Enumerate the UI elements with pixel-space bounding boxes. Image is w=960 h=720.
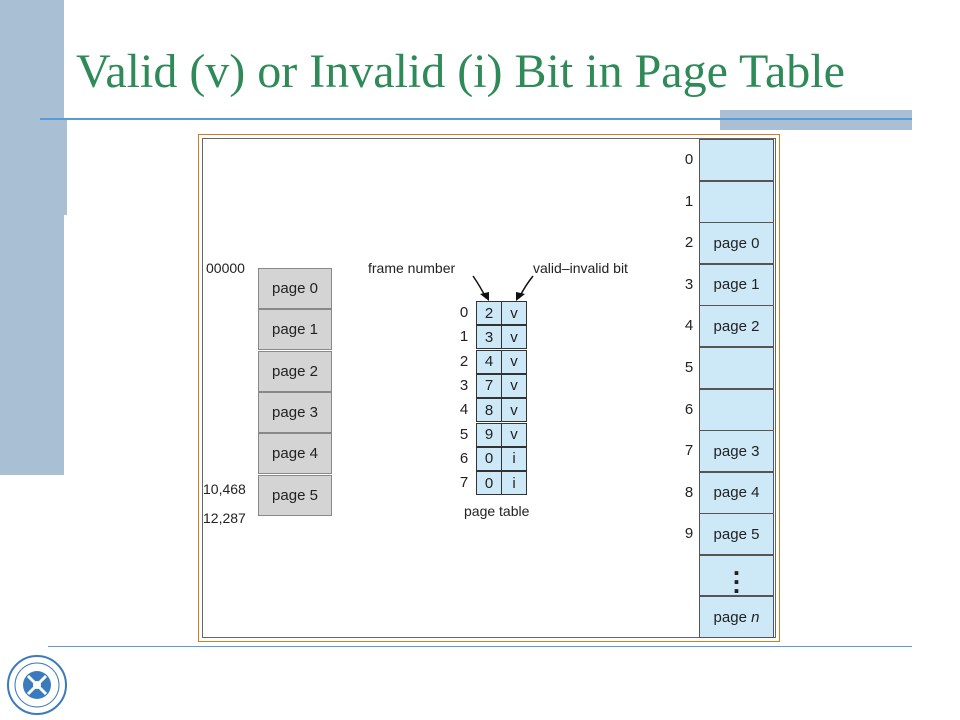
valid-bit-cell: i [501,446,527,471]
frame-number-cell: 4 [476,349,502,374]
physical-frame [699,347,774,389]
valid-bit-cell: v [501,398,527,423]
physical-frame: page 1 [699,263,774,306]
frame-index: 4 [684,317,694,335]
address-mid: 10,468 [203,481,246,497]
logical-page: page 3 [258,391,332,433]
slide-title: Valid (v) or Invalid (i) Bit in Page Tab… [76,45,845,98]
frame-number-cell: 3 [476,325,502,350]
address-start: 00000 [206,260,245,276]
frame-page-n-var: n [751,608,760,626]
logical-page: page 1 [258,309,332,351]
title-underline [40,118,912,120]
page-table-index: 0 [459,304,469,321]
frame-number-label: frame number [368,260,456,276]
physical-frame [699,180,774,223]
frame-index: 8 [684,483,694,501]
frame-arrowhead [480,292,489,301]
frame-index: 1 [684,192,694,210]
frame-number-cell: 9 [476,422,502,447]
logical-page: page 5 [258,474,332,516]
page-table-index: 3 [459,376,469,394]
page-table-index: 7 [459,474,469,492]
valid-bit-cell: v [501,373,527,398]
address-end: 12,287 [203,510,246,526]
valid-bit-cell: v [501,301,527,325]
frame-page-n-prefix: page [713,608,752,626]
frame-index: 9 [684,525,694,543]
logical-page: page 0 [258,268,332,309]
physical-frame [699,139,774,181]
page-table-index: 1 [459,328,469,346]
physical-frame: page 3 [699,430,774,473]
frame-number-cell: 7 [476,373,502,398]
logical-page: page 2 [258,350,332,392]
side-accent-bar [0,0,64,475]
logical-page: page 4 [258,433,332,475]
physical-frame: page 5 [699,513,774,556]
frame-number-cell: 0 [476,446,502,471]
page-table-index: 2 [459,352,469,370]
frame-index: 7 [684,442,694,460]
physical-frame: page 4 [699,471,774,514]
valid-bit-cell: v [501,349,527,374]
ellipsis-icon: ... [732,551,741,599]
valid-bit-cell: v [501,422,527,447]
valid-bit-cell: v [501,325,527,350]
footer-line [48,646,912,647]
page-table-index: 4 [459,401,469,419]
frame-index: 0 [684,151,694,168]
frame-index: 6 [684,400,694,418]
diagram-inner-border [202,138,776,638]
valid-bit-cell: i [501,471,527,496]
valid-invalid-label: valid–invalid bit [533,260,628,276]
frame-number-cell: 2 [476,301,502,325]
page-table-index: 5 [459,425,469,443]
page-table-index: 6 [459,449,469,467]
valid-arrowhead [516,292,525,301]
frame-page-n: page n [699,596,774,638]
frame-index: 5 [684,359,694,376]
page-table-caption: page table [464,503,530,519]
frame-number-cell: 0 [476,471,502,496]
physical-frame: page 0 [699,222,774,265]
frame-number-cell: 8 [476,398,502,423]
frame-ellipsis: ... [699,551,774,599]
frame-index: 3 [684,275,694,293]
corner-accent-block [720,110,912,130]
side-accent-tick [64,120,67,215]
university-logo-icon [7,655,67,715]
physical-frame: page 2 [699,305,774,348]
physical-frame [699,388,774,431]
frame-index: 2 [684,234,694,252]
